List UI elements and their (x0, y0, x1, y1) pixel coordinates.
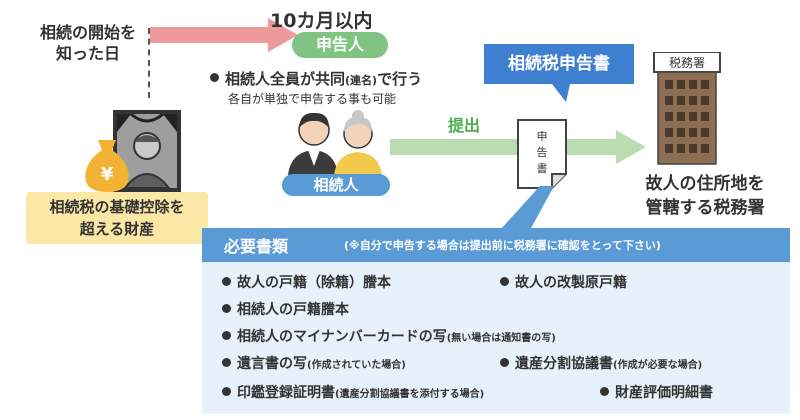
tax-office-building-icon: 税務署 (653, 52, 721, 165)
doc-item: 相続人の戸籍謄本 (222, 299, 349, 319)
period-arrow-icon (150, 18, 298, 52)
bullet-icon (222, 330, 231, 340)
start-label-line2: 知った日 (55, 44, 120, 63)
tax-return-document-icon: 申 告 書 (517, 119, 567, 189)
office-label-line2: 管轄する税務署 (645, 198, 765, 218)
bullet-icon (222, 357, 231, 367)
doc-item: 相続人のマイナンバーカードの写(無い場合は通知書の写) (222, 326, 556, 346)
money-bag-icon: ¥ (85, 140, 129, 192)
start-label-line1: 相続の開始を (39, 23, 136, 42)
joint-filing-note: 相続人全員が共同(連名)で行う (210, 68, 422, 89)
start-dashed-line (148, 28, 150, 98)
bullet-icon (600, 386, 609, 396)
bullet-icon (210, 73, 219, 82)
deceased-portrait (113, 110, 181, 192)
taxable-property-box: 相続税の基礎控除を 超える財産 (26, 192, 208, 244)
individual-filing-note: 各自が単独で申告する事も可能 (228, 92, 397, 106)
tax-return-form-title: 相続税申告書 (484, 44, 634, 84)
yen-symbol: ¥ (101, 164, 114, 185)
doc-item: 故人の改製原戸籍 (500, 272, 627, 292)
property-line2: 超える財産 (79, 220, 155, 238)
property-line1: 相続税の基礎控除を (49, 198, 185, 216)
doc-item: 財産評価明細書 (600, 382, 713, 402)
bullet-icon (222, 276, 231, 286)
required-documents-header: 必要書類 (※自分で申告する場合は提出前に税務署に確認をとって下さい) (202, 228, 790, 262)
required-documents-title: 必要書類 (224, 237, 289, 256)
svg-text:告: 告 (537, 146, 548, 159)
declarant-badge: 申告人 (292, 32, 388, 58)
period-label: 10カ月以内 (270, 10, 373, 32)
svg-text:書: 書 (537, 161, 548, 175)
heirs-badge: 相続人 (282, 174, 390, 196)
bullet-icon (500, 276, 509, 286)
office-label-line1: 故人の住所地を (645, 174, 765, 194)
doc-item: 印鑑登録証明書(遺産分割協議書を添付する場合) (222, 382, 484, 402)
callout-tail (552, 84, 570, 102)
svg-text:申: 申 (537, 130, 548, 143)
doc-item: 遺産分割協議書(作成が必要な場合) (500, 353, 702, 373)
required-documents-note: (※自分で申告する場合は提出前に税務署に確認をとって下さい) (344, 239, 661, 252)
tax-office-sign: 税務署 (669, 56, 705, 70)
submit-label: 提出 (448, 116, 481, 135)
bullet-icon (500, 357, 509, 367)
bullet-icon (222, 303, 231, 313)
doc-item: 遺言書の写(作成されていた場合) (222, 353, 406, 373)
deceased-person-icon (117, 112, 177, 189)
bullet-icon (222, 386, 231, 396)
panel-callout-tail (500, 186, 554, 230)
tax-office-label: 故人の住所地を 管轄する税務署 (620, 172, 790, 220)
start-date-label: 相続の開始を 知った日 (28, 22, 148, 64)
doc-item: 故人の戸籍（除籍）謄本 (222, 272, 391, 292)
heirs-icon (288, 110, 382, 176)
